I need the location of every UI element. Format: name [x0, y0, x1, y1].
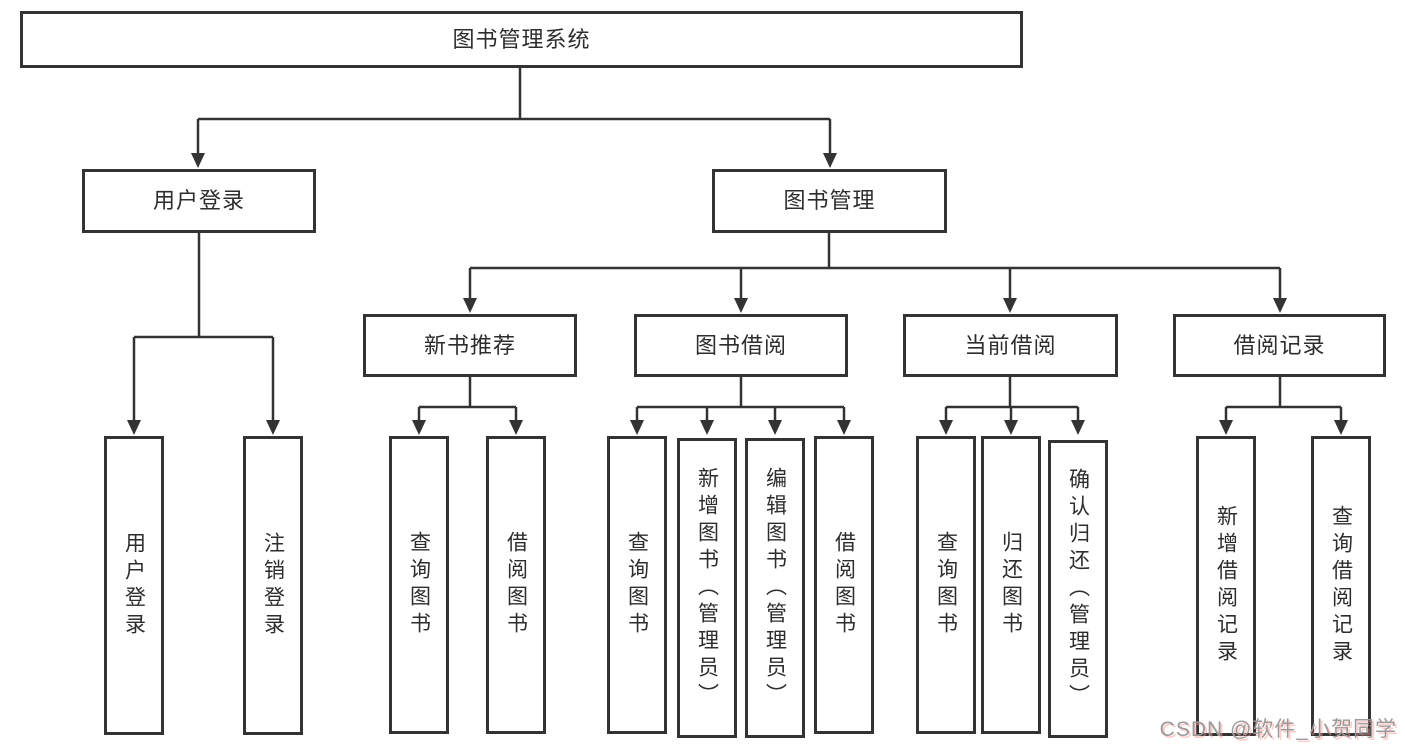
- node-user-login-group: 用户登录: [82, 169, 316, 233]
- leaf-confirm-return-admin: 确认归还（管理员）: [1048, 440, 1108, 738]
- leaf-query-books-current: 查询图书: [916, 436, 976, 734]
- leaf-logout: 注销登录: [243, 436, 303, 735]
- node-book-management: 图书管理: [712, 169, 947, 233]
- node-new-book-recommend: 新书推荐: [363, 314, 577, 377]
- node-root: 图书管理系统: [20, 11, 1023, 68]
- csdn-watermark: CSDN @软件_小贺同学: [1159, 718, 1397, 741]
- leaf-borrow-books-recommend: 借阅图书: [486, 436, 546, 734]
- leaf-query-borrow-record: 查询借阅记录: [1311, 436, 1371, 736]
- leaf-add-borrow-record: 新增借阅记录: [1196, 436, 1256, 736]
- node-book-borrow: 图书借阅: [634, 314, 848, 377]
- node-current-borrow: 当前借阅: [903, 314, 1118, 377]
- leaf-edit-books-admin: 编辑图书（管理员）: [745, 438, 805, 738]
- leaf-add-books-admin: 新增图书（管理员）: [677, 438, 737, 738]
- leaf-query-books-recommend: 查询图书: [389, 436, 449, 734]
- leaf-borrow-books-borrow: 借阅图书: [814, 436, 874, 734]
- leaf-query-books-borrow: 查询图书: [607, 436, 667, 734]
- leaf-user-login: 用户登录: [104, 436, 164, 735]
- node-borrow-records: 借阅记录: [1173, 314, 1386, 377]
- leaf-return-books: 归还图书: [981, 436, 1041, 734]
